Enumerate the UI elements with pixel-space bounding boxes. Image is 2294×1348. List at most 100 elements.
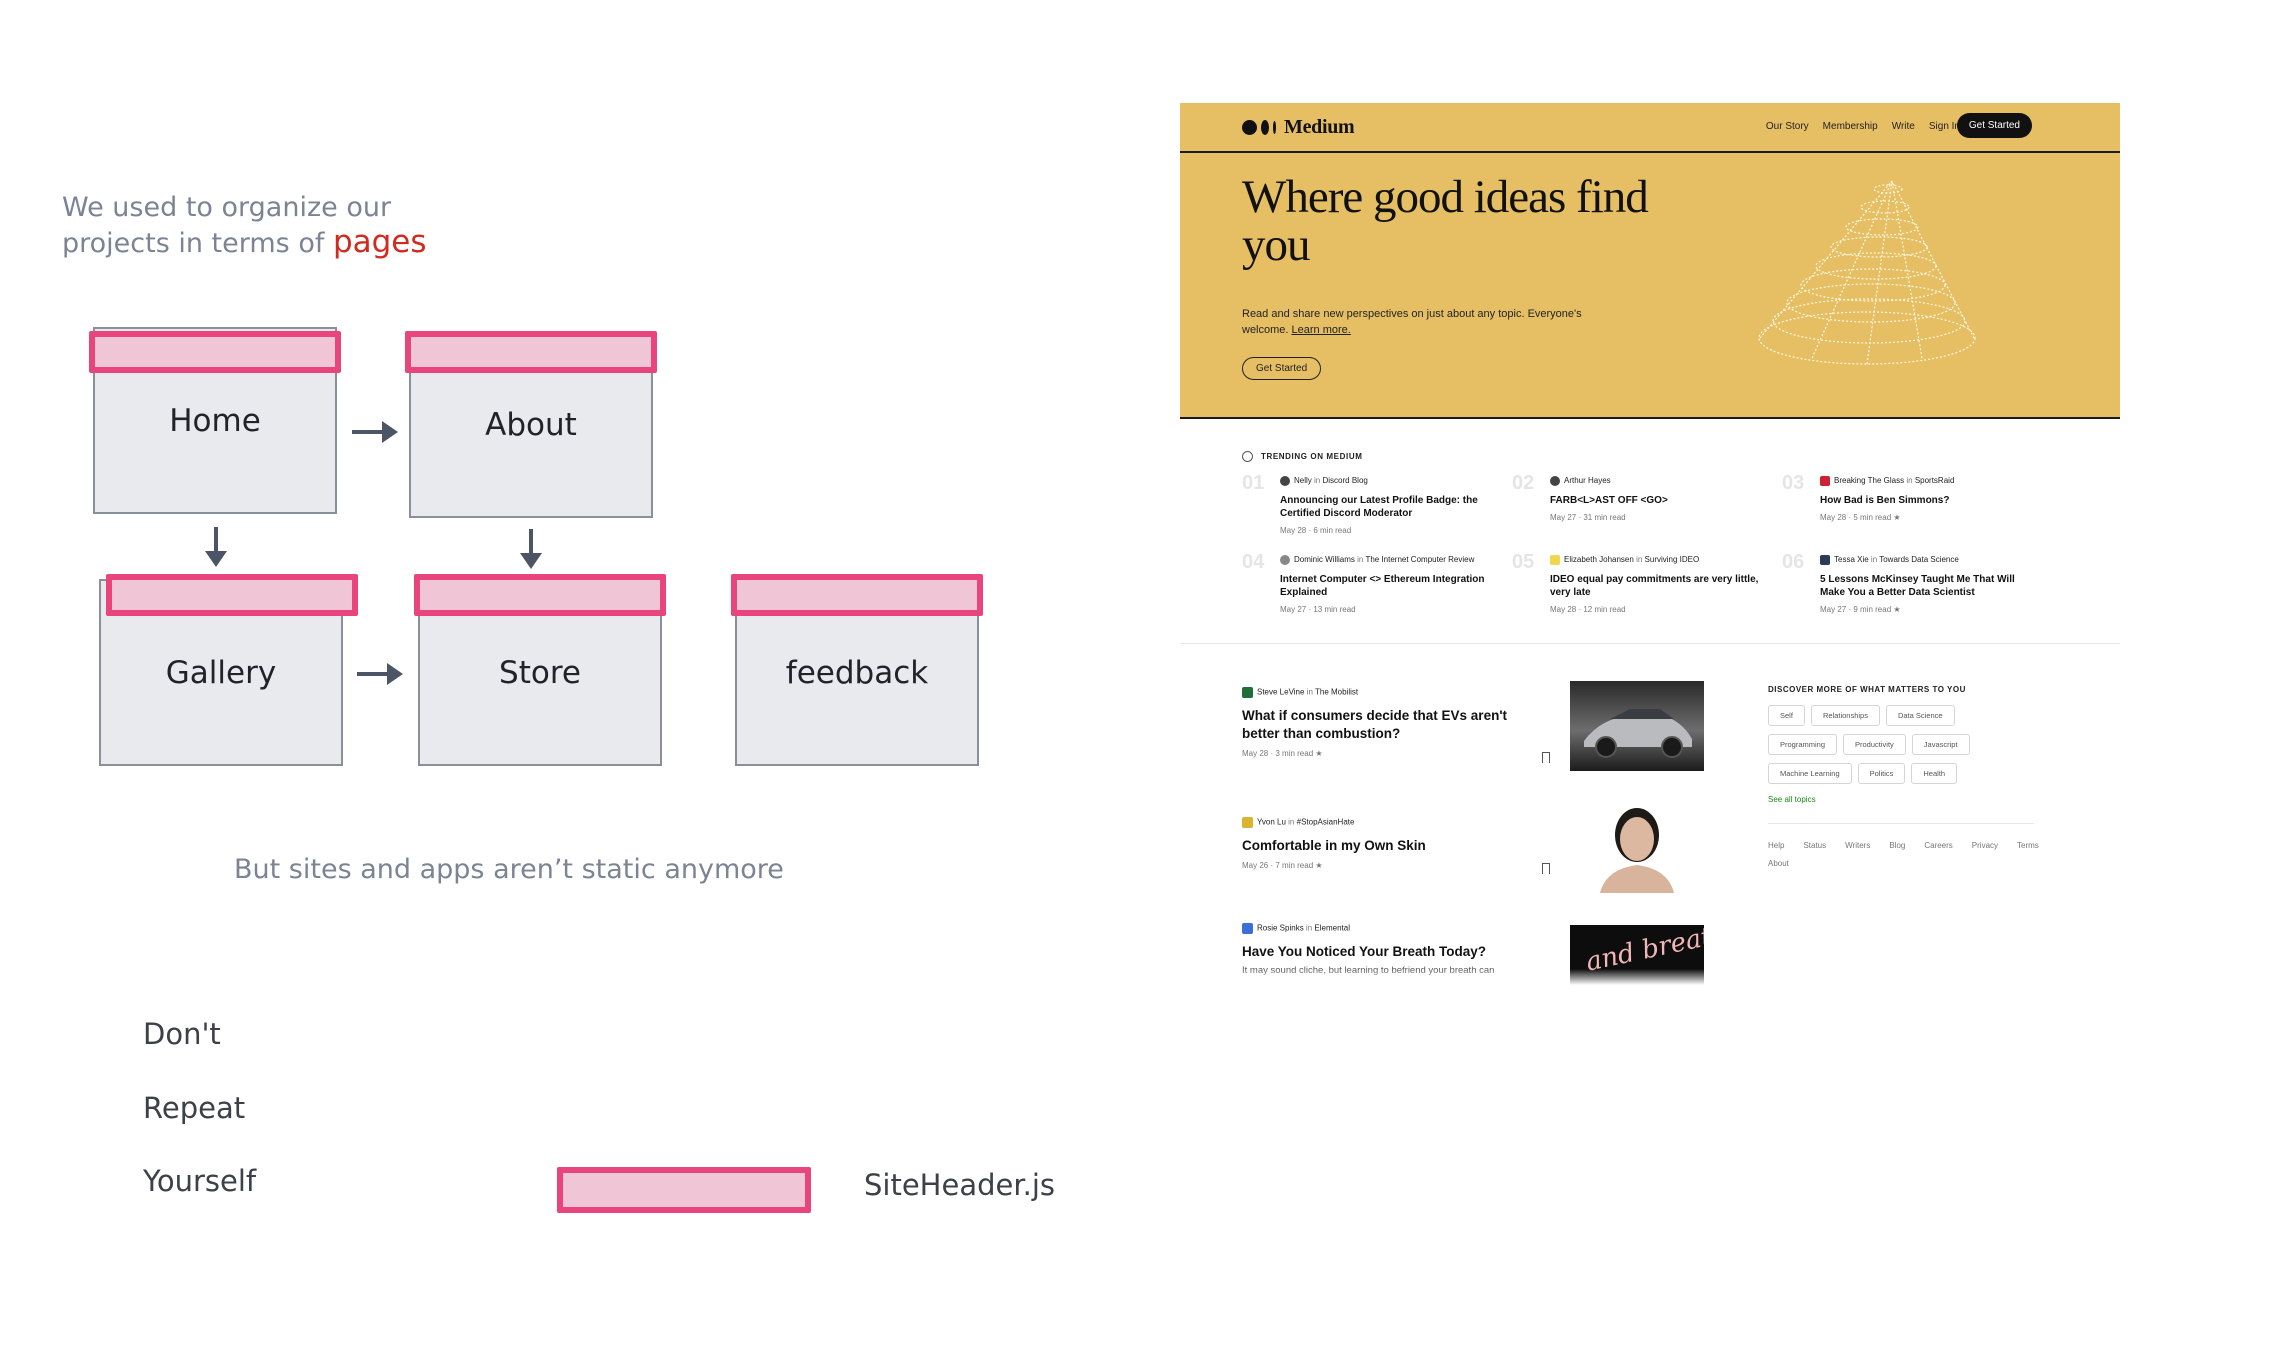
trending-author: Nelly — [1294, 476, 1312, 486]
page-label-feedback: feedback — [785, 655, 929, 691]
pub-icon — [1242, 923, 1253, 934]
logo-dot-medium — [1261, 120, 1269, 135]
tag-health[interactable]: Health — [1911, 763, 1958, 784]
car-image — [1584, 709, 1692, 758]
trending-title-link[interactable]: FARB<L>AST OFF <GO> — [1550, 495, 1668, 506]
trending-date: May 28 · 6 min read — [1280, 526, 1352, 535]
post-thumbnail-portrait[interactable] — [1570, 803, 1704, 893]
dry-yourself: Yourself — [143, 1164, 257, 1198]
post-meta: Rosie Spinks in Elemental — [1242, 923, 1542, 934]
header-bar-about — [405, 331, 657, 373]
footer-blog[interactable]: Blog — [1889, 841, 1906, 850]
post-title[interactable]: What if consumers decide that EVs aren't… — [1242, 708, 1508, 741]
trending-number: 02 — [1512, 472, 1535, 494]
see-all-topics-link[interactable]: See all topics — [1768, 795, 1816, 804]
post-title[interactable]: Have You Noticed Your Breath Today? — [1242, 944, 1487, 959]
nav-get-started-button[interactable]: Get Started — [1956, 113, 2032, 138]
footer-privacy[interactable]: Privacy — [1971, 841, 1999, 850]
trending-author: Breaking The Glass — [1834, 476, 1905, 486]
logo-dot-small — [1273, 121, 1276, 134]
hero-subtext-body: Read and share new perspectives on just … — [1242, 308, 1582, 336]
tag-javascript[interactable]: Javascript — [1911, 734, 1970, 755]
caption-text: But sites and apps aren’t static anymore — [234, 854, 784, 885]
footer-about[interactable]: About — [1768, 859, 1789, 868]
intro-line-2-prefix: projects in terms of — [62, 228, 325, 259]
trending-date: May 27 · 31 min read — [1550, 513, 1626, 522]
hero-subtext: Read and share new perspectives on just … — [1242, 306, 1622, 338]
in-word: in — [1305, 923, 1313, 933]
footer-help[interactable]: Help — [1768, 841, 1785, 850]
avatar — [1550, 555, 1560, 565]
topic-tags: Self Relationships Data Science Programm… — [1768, 705, 2008, 784]
post-title[interactable]: Comfortable in my Own Skin — [1242, 838, 1426, 853]
post-item[interactable]: Yvon Lu in #StopAsianHate Comfortable in… — [1242, 817, 1542, 870]
footer-links: Help Status Writers Blog Careers Privacy… — [1768, 841, 2048, 868]
tag-politics[interactable]: Politics — [1857, 763, 1906, 784]
avatar — [1820, 476, 1830, 486]
trending-title-link[interactable]: How Bad is Ben Simmons? — [1820, 495, 1950, 506]
tag-programming[interactable]: Programming — [1768, 734, 1838, 755]
trending-pub: Discord Blog — [1322, 476, 1368, 486]
dry-repeat: Repeat — [143, 1091, 246, 1125]
logo-wordmark: Medium — [1284, 116, 1355, 138]
intro-line-2: projects in terms of pages — [62, 225, 482, 261]
dry-dont: Don't — [143, 1017, 221, 1051]
bookmark-icon[interactable] — [1542, 752, 1550, 763]
footer-terms[interactable]: Terms — [2017, 841, 2039, 850]
in-word: in — [1314, 476, 1321, 486]
tag-data-science[interactable]: Data Science — [1885, 705, 1955, 726]
avatar — [1820, 555, 1830, 565]
in-word: in — [1306, 687, 1313, 697]
trending-pub: Surviving IDEO — [1644, 555, 1700, 565]
arrow-home-to-gallery — [205, 527, 227, 567]
tag-machine-learning[interactable]: Machine Learning — [1768, 763, 1852, 784]
arrow-gallery-to-store — [357, 663, 403, 685]
trending-number: 01 — [1242, 472, 1265, 494]
footer-status[interactable]: Status — [1803, 841, 1827, 850]
trending-meta: Dominic Williams in The Internet Compute… — [1280, 555, 1474, 565]
intro-text: We used to organize our projects in term… — [62, 190, 482, 261]
hero-get-started-button[interactable]: Get Started — [1242, 357, 1322, 380]
post-thumbnail-car[interactable] — [1570, 681, 1704, 771]
site-header-label: SiteHeader.js — [864, 1168, 1055, 1202]
trending-title: TRENDING ON MEDIUM — [1242, 451, 1362, 462]
trending-title-link[interactable]: IDEO equal pay commitments are very litt… — [1550, 574, 1759, 598]
section-divider — [1180, 643, 2120, 644]
in-word: in — [1636, 555, 1643, 565]
trending-pub: SportsRaid — [1914, 476, 1955, 486]
tag-relationships[interactable]: Relationships — [1810, 705, 1880, 726]
post-date: May 26 · 7 min read ★ — [1242, 861, 1323, 870]
footer-careers[interactable]: Careers — [1924, 841, 1953, 850]
medium-hero: Medium Our Story Membership Write Sign I… — [1180, 103, 2120, 419]
avatar — [1550, 476, 1560, 486]
bookmark-icon[interactable] — [1542, 863, 1550, 874]
medium-topbar: Medium Our Story Membership Write Sign I… — [1180, 103, 2120, 153]
tag-productivity[interactable]: Productivity — [1843, 734, 1906, 755]
medium-logo[interactable]: Medium — [1242, 116, 1355, 139]
trending-meta: Arthur Hayes — [1550, 476, 1611, 486]
trending-date: May 27 · 13 min read — [1280, 605, 1356, 614]
nav-sign-in[interactable]: Sign In — [1928, 121, 1960, 132]
trending-number: 03 — [1782, 472, 1805, 494]
nav-membership[interactable]: Membership — [1822, 121, 1878, 132]
trending-author: Arthur Hayes — [1564, 476, 1611, 486]
footer-writers[interactable]: Writers — [1845, 841, 1871, 850]
post-pub: Elemental — [1314, 923, 1350, 933]
nav-write[interactable]: Write — [1891, 121, 1915, 132]
post-item[interactable]: Steve LeVine in The Mobilist What if con… — [1242, 687, 1542, 758]
trending-title-link[interactable]: Announcing our Latest Profile Badge: the… — [1280, 495, 1478, 519]
learn-more-link[interactable]: Learn more. — [1291, 324, 1351, 336]
page-label-gallery: Gallery — [165, 655, 277, 691]
in-word: in — [1357, 555, 1364, 565]
trending-title-link[interactable]: Internet Computer <> Ethereum Integratio… — [1280, 574, 1485, 598]
post-pub: #StopAsianHate — [1296, 817, 1355, 827]
medium-screenshot: Medium Our Story Membership Write Sign I… — [1180, 103, 2120, 985]
trending-author: Elizabeth Johansen — [1564, 555, 1634, 565]
nav-our-story[interactable]: Our Story — [1765, 121, 1809, 132]
avatar — [1280, 555, 1290, 565]
trending-author: Dominic Williams — [1294, 555, 1355, 565]
bottom-fade — [1180, 969, 2120, 985]
arrow-about-to-store — [520, 529, 542, 569]
tag-self[interactable]: Self — [1768, 705, 1805, 726]
trending-title-link[interactable]: 5 Lessons McKinsey Taught Me That Will M… — [1820, 574, 2015, 598]
